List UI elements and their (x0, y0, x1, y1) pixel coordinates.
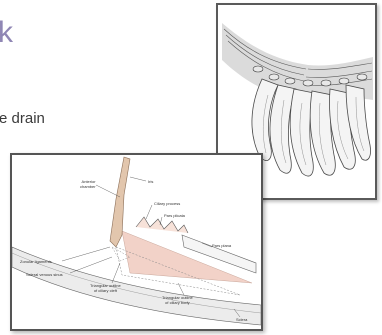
label-iris: Iris (148, 179, 153, 184)
label-pars-plicata: Pars plicata (164, 213, 185, 218)
label-triangular-outline-ciliary-cleft: Triangular outline of ciliary cleft (90, 283, 121, 293)
label-pars-plana: Pars plana (212, 243, 231, 248)
ciliary-body-drawing (12, 155, 261, 329)
label-zonular-ligaments: Zonular ligaments (20, 259, 52, 264)
label-sclera: Sclera (236, 317, 247, 322)
label-ciliary-process: Ciliary process (154, 201, 180, 206)
ciliary-body-diagram: Iris Anterior chamber Ciliary process Pa… (10, 153, 263, 331)
label-triangular-outline-ciliary-body: Triangular outline of ciliary body (162, 295, 193, 305)
label-anterior-chamber: Anterior chamber (80, 179, 96, 189)
label-scleral-venous-sinus: Scleral venous sinus (26, 272, 63, 277)
slide-title-fragment: k (0, 16, 13, 50)
slide-body-text-fragment: e drain (0, 110, 45, 128)
